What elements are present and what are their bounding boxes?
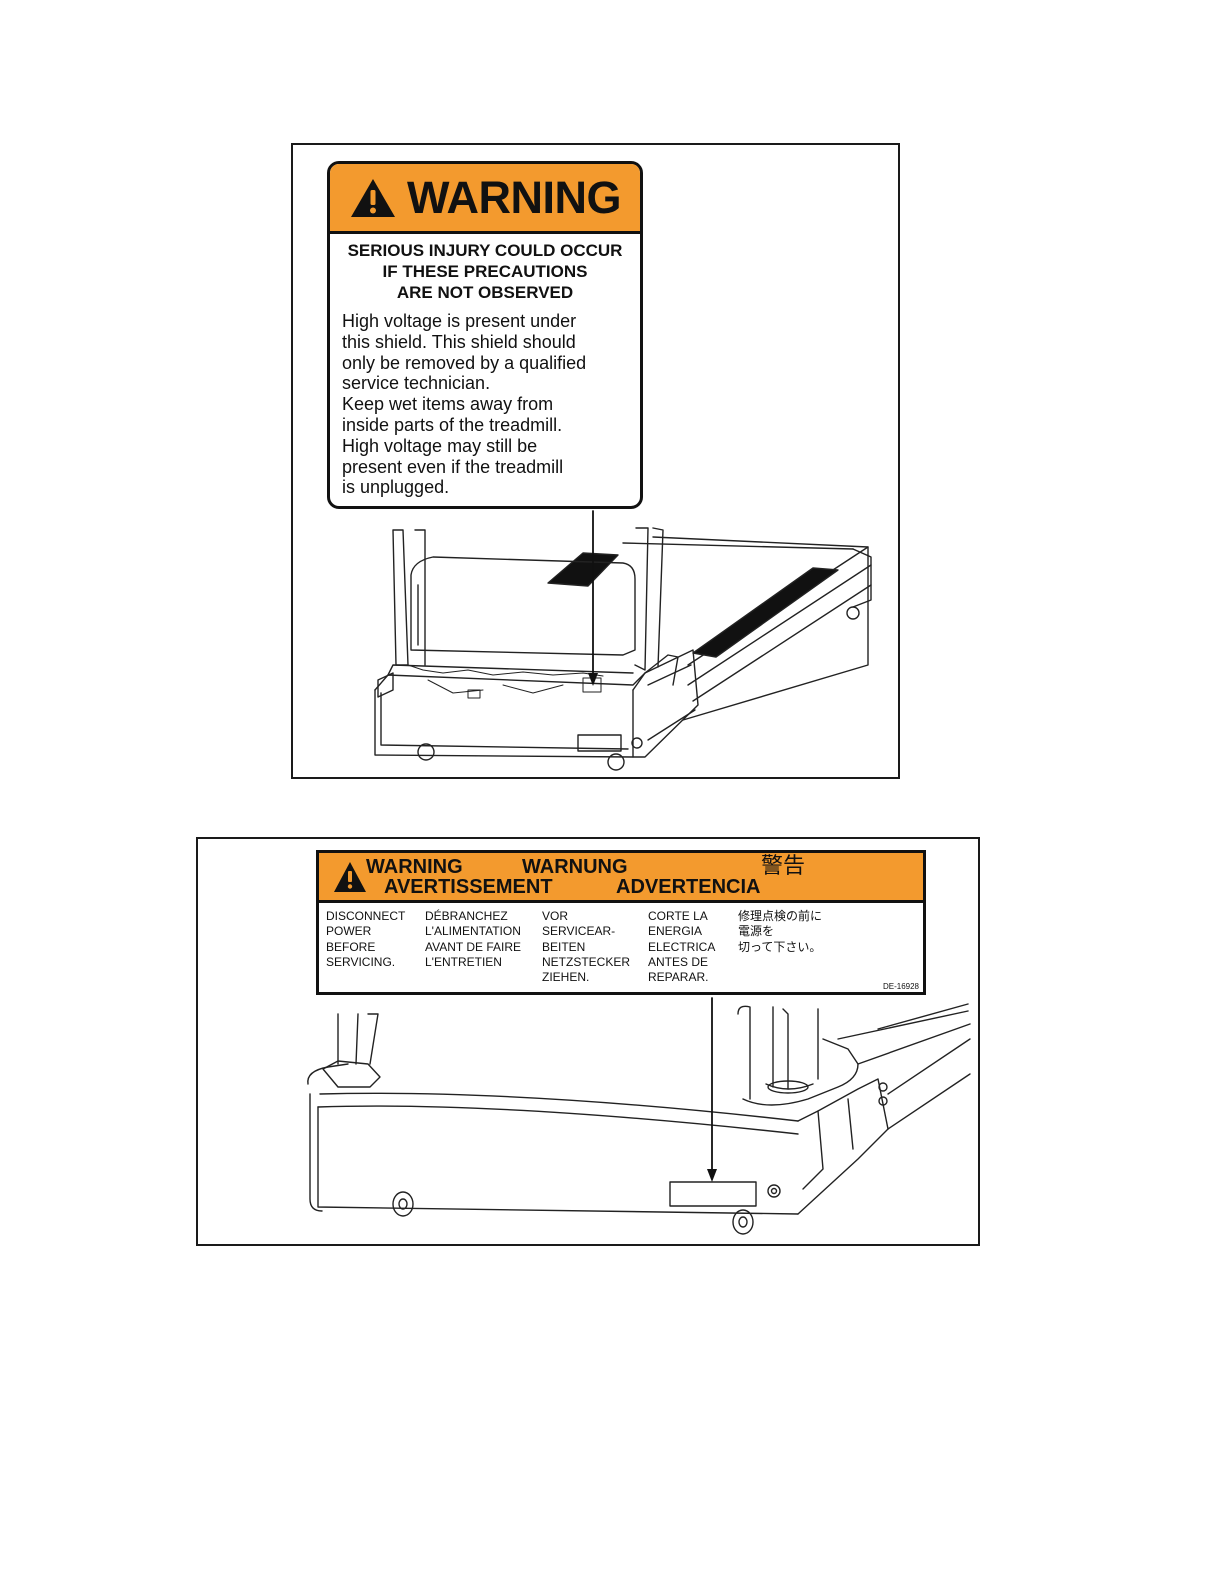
disconnect-warning-label: WARNING WARNUNG 警告 AVERTISSEMENT ADVERTE…: [316, 850, 926, 995]
header-warning-de: WARNUNG: [522, 856, 628, 878]
warning-subheading: SERIOUS INJURY COULD OCCUR IF THESE PREC…: [347, 241, 623, 302]
warning-triangle-icon: [334, 862, 366, 892]
header-warning-fr: AVERTISSEMENT: [384, 876, 553, 898]
header-warning-ja: 警告: [761, 853, 806, 878]
shield-warning-label: WARNING SERIOUS INJURY COULD OCCUR IF TH…: [327, 161, 643, 509]
multilingual-instructions: DISCONNECT POWER BEFORE SERVICING. DÉBRA…: [319, 903, 923, 993]
instruction-es: CORTE LA ENERGIA ELECTRICA ANTES DE REPA…: [648, 909, 716, 985]
instruction-fr: DÉBRANCHEZ L'ALIMENTATION AVANT DE FAIRE…: [425, 909, 522, 969]
warning-header: WARNING: [330, 164, 640, 234]
header-warning-en: WARNING: [366, 856, 463, 878]
warning-triangle-icon: [351, 178, 395, 217]
instruction-ja: 修理点検の前に 電源を 切って下さい。: [738, 909, 823, 954]
treadmill-front-illustration: [374, 510, 872, 771]
multilingual-warning-header: WARNING WARNUNG 警告 AVERTISSEMENT ADVERTE…: [319, 853, 923, 903]
treadmill-closeup-illustration: [307, 997, 971, 1235]
figure-disconnect-warning: WARNING WARNUNG 警告 AVERTISSEMENT ADVERTE…: [196, 837, 980, 1246]
label-part-code: DE-16928: [882, 982, 919, 991]
instruction-de: VOR SERVICEAR- BEITEN NETZSTECKER ZIEHEN…: [542, 909, 631, 985]
instruction-en: DISCONNECT POWER BEFORE SERVICING.: [326, 909, 406, 969]
warning-title: WARNING: [407, 172, 622, 223]
header-warning-es: ADVERTENCIA: [616, 876, 761, 898]
warning-body-text: High voltage is present under this shiel…: [342, 311, 587, 498]
figure-shield-warning: WARNING SERIOUS INJURY COULD OCCUR IF TH…: [291, 143, 900, 779]
